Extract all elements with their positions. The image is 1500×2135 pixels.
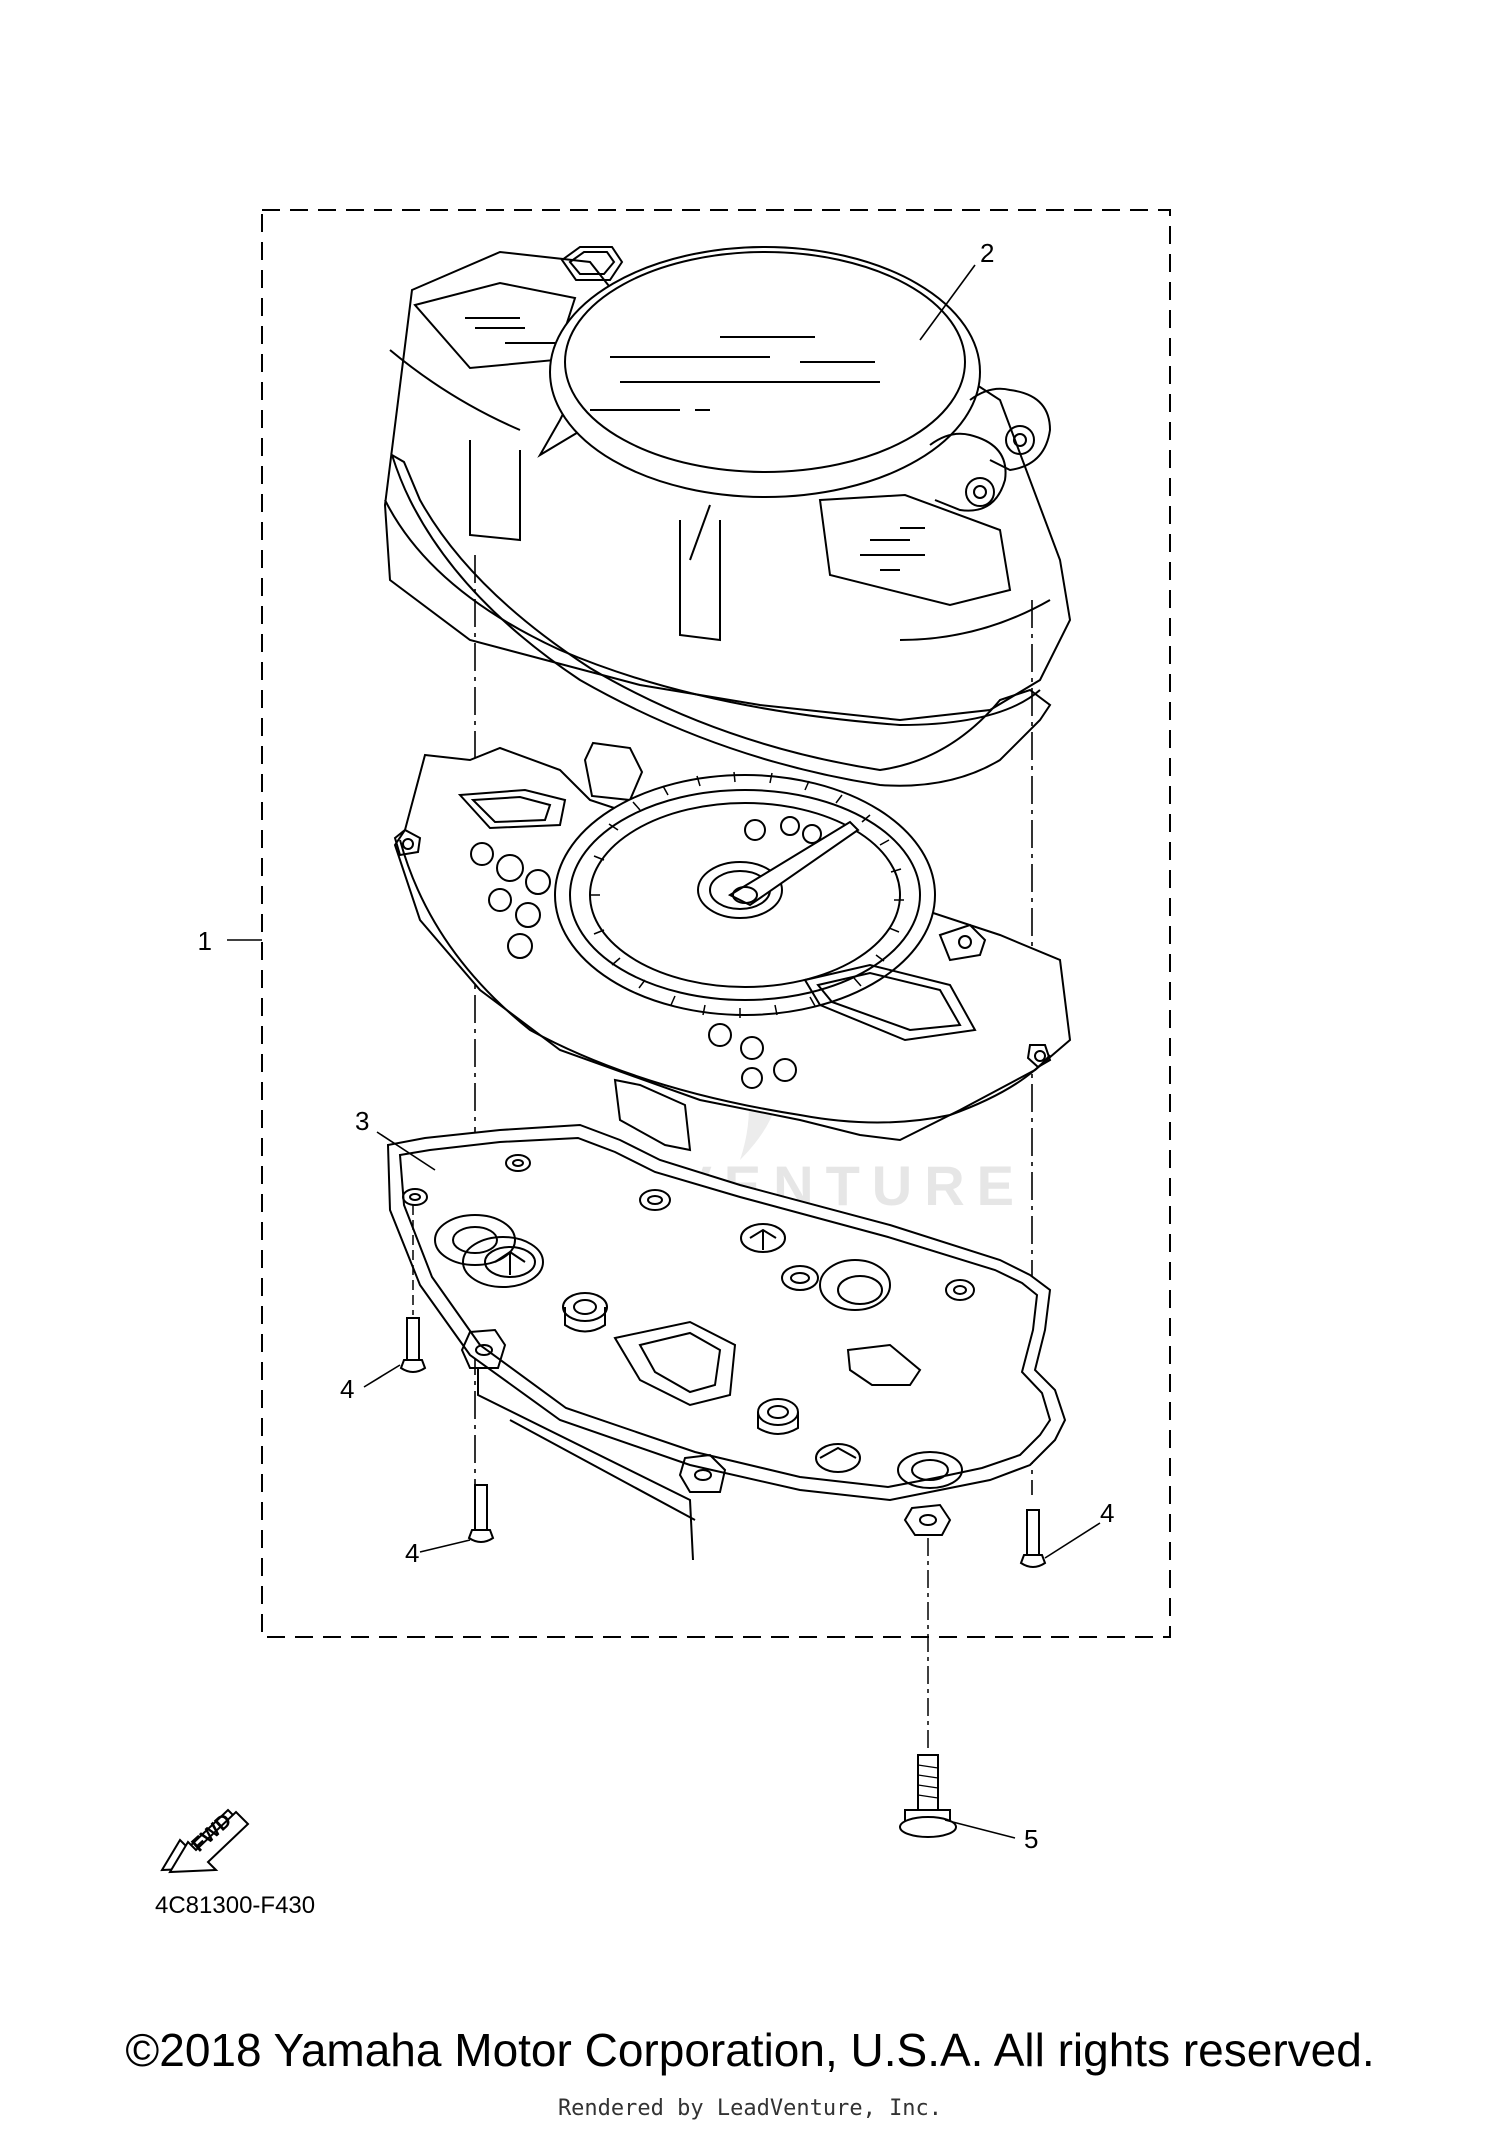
callout-4-right: 4	[1100, 1498, 1114, 1528]
fwd-arrow-icon: FWD	[160, 1808, 250, 1874]
assembly-boundary	[261, 209, 1171, 1638]
callout-4-center: 4	[405, 1538, 419, 1568]
screw-4-right	[1019, 1509, 1047, 1568]
screw-4-center	[467, 1484, 495, 1543]
callout-3: 3	[355, 1106, 369, 1136]
callout-4-left: 4	[340, 1374, 354, 1404]
meter-case	[386, 1123, 1067, 1561]
diagram-code: 4C81300-F430	[155, 1892, 315, 1919]
screw-5-bolt	[899, 1538, 957, 1838]
leader-lines	[227, 264, 1101, 1839]
screw-4-left-upper	[399, 1205, 427, 1373]
callout-5: 5	[1024, 1824, 1038, 1854]
callout-2: 2	[980, 238, 994, 268]
copyright-text: ©2018 Yamaha Motor Corporation, U.S.A. A…	[125, 2024, 1375, 2076]
meter-unit	[393, 741, 1072, 1152]
meter-cover	[383, 246, 1072, 787]
callout-1: 1	[198, 926, 212, 956]
rendered-by-text: Rendered by LeadVenture, Inc.	[557, 2096, 943, 2121]
